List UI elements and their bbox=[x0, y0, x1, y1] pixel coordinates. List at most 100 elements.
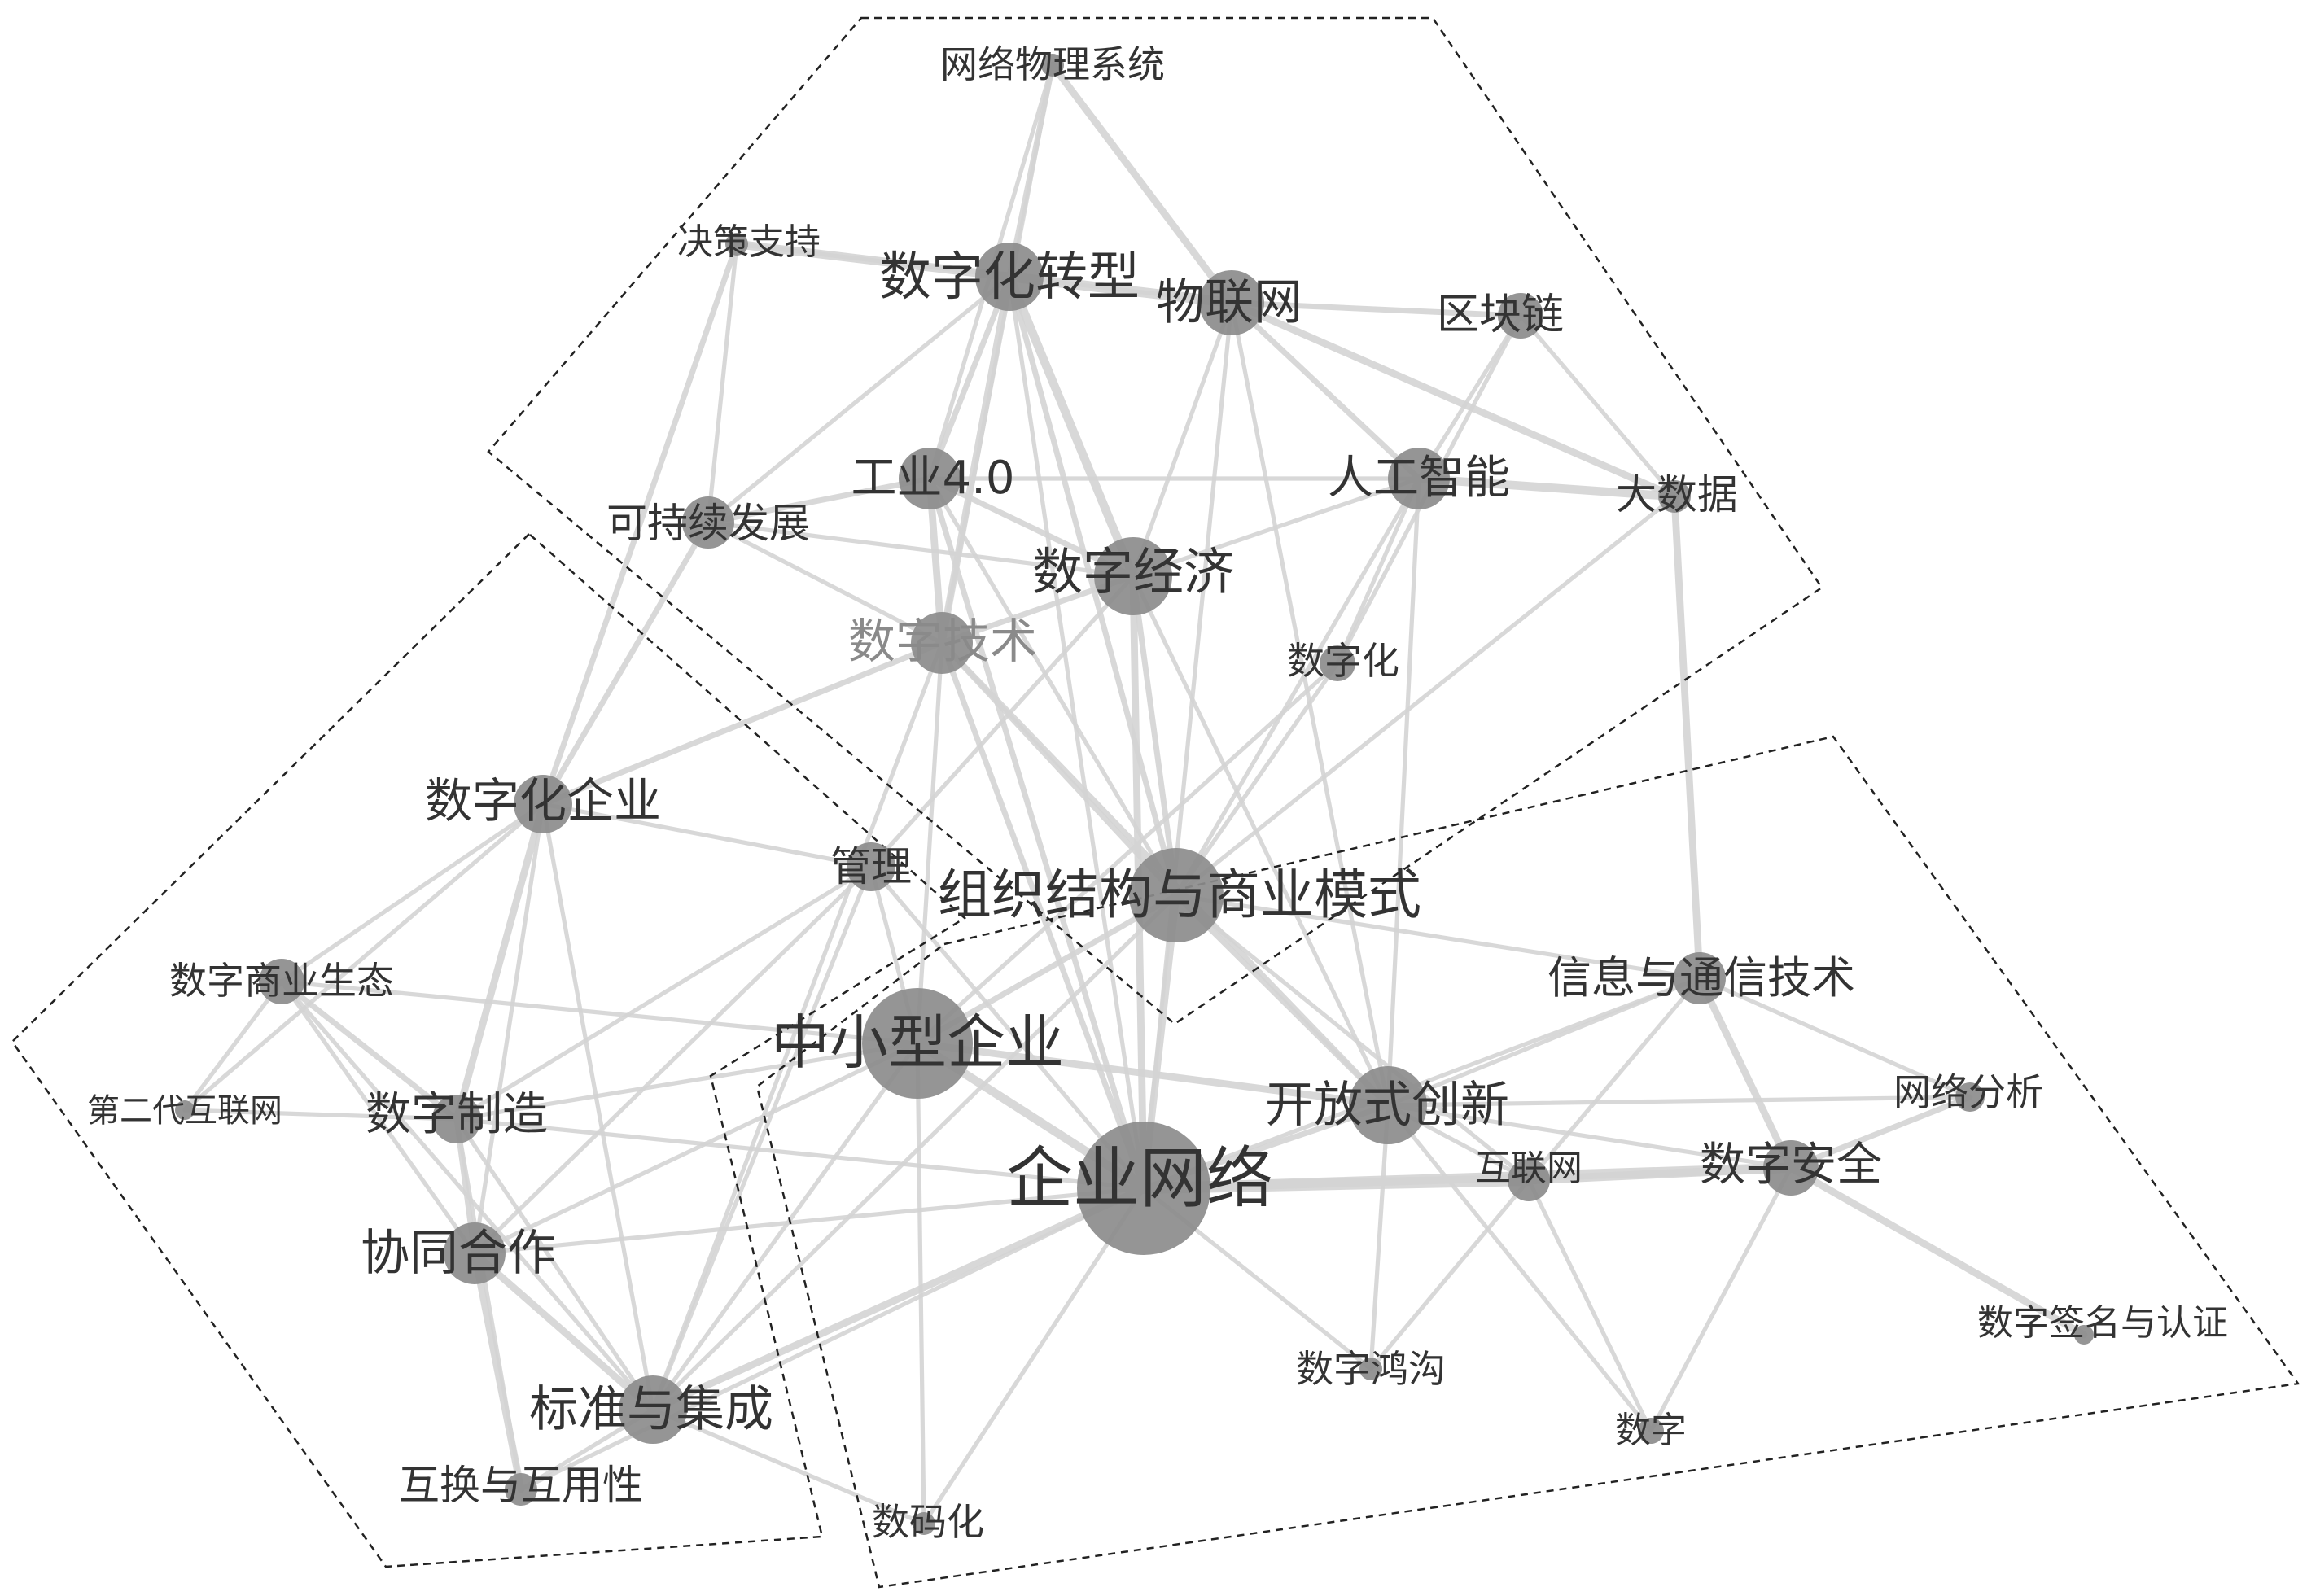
edge-n7-n21 bbox=[1386, 476, 1421, 1108]
node-label-org-structure-business-model: 组织结构与商业模式 bbox=[938, 864, 1421, 926]
edge-n5-n7 bbox=[1416, 313, 1523, 481]
edge-n6-n9 bbox=[705, 475, 933, 526]
node-n10 bbox=[1094, 537, 1172, 615]
node-n8 bbox=[1658, 480, 1691, 513]
node-label-digital: 数字 bbox=[1615, 1410, 1687, 1451]
edge-n7-n8 bbox=[1414, 474, 1679, 501]
edge-n21-n25 bbox=[1386, 1103, 1793, 1170]
node-n5 bbox=[1498, 293, 1543, 339]
cluster-boundary-enterprise bbox=[11, 532, 967, 1568]
node-label-network-analysis: 网络分析 bbox=[1893, 1070, 2043, 1114]
node-n21 bbox=[1349, 1066, 1427, 1144]
edge-n26-n31 bbox=[471, 1249, 525, 1493]
edge-n15-n17 bbox=[1174, 893, 1702, 981]
node-n4 bbox=[1199, 270, 1264, 335]
edge-n4-n8 bbox=[1228, 299, 1679, 501]
edge-n22-n29 bbox=[454, 1117, 655, 1412]
node-n12 bbox=[1320, 645, 1355, 681]
edge-n18-n22 bbox=[454, 1041, 920, 1122]
edge-n3-n6 bbox=[926, 273, 1013, 482]
node-label-open-innovation: 开放式创新 bbox=[1265, 1077, 1509, 1134]
node-n1 bbox=[1041, 54, 1064, 77]
edge-n8-n15 bbox=[1174, 494, 1677, 898]
node-label-digitalization: 数字化 bbox=[1287, 639, 1399, 683]
node-label-ict: 信息与通信技术 bbox=[1547, 952, 1855, 1004]
edge-n1-n4 bbox=[1048, 61, 1236, 307]
edge-n20-n25 bbox=[1788, 1094, 1973, 1171]
node-label-sustainable-development: 可持续发展 bbox=[606, 500, 810, 547]
edge-n13-n22 bbox=[453, 800, 547, 1123]
edge-n11-n23 bbox=[939, 640, 1147, 1192]
node-n3 bbox=[975, 243, 1044, 311]
node-n6 bbox=[899, 448, 961, 509]
labels-layer: 网络物理系统 决策支持 数字化转型 物联网 区块链 工业4.0 人工智能 大数据… bbox=[87, 42, 2228, 1544]
node-n14 bbox=[847, 842, 895, 891]
node-n7 bbox=[1388, 448, 1450, 509]
node-n24 bbox=[1508, 1159, 1550, 1201]
edge-n13-n19 bbox=[182, 802, 545, 1113]
node-label-digital-transformation: 数字化转型 bbox=[879, 247, 1140, 308]
edge-n26-n29 bbox=[471, 1249, 657, 1414]
edge-n15-n24 bbox=[1174, 893, 1531, 1183]
edge-n15-n21 bbox=[1173, 892, 1391, 1108]
node-n16 bbox=[259, 959, 304, 1004]
edge-n3-n4 bbox=[1004, 271, 1237, 308]
edge-n11-n18 bbox=[915, 641, 944, 1046]
node-label-digitization: 数码化 bbox=[872, 1500, 984, 1544]
node-label-interchange-interoperability: 互换与互用性 bbox=[399, 1462, 643, 1509]
edge-n17-n23 bbox=[1141, 976, 1702, 1191]
nodes-layer bbox=[175, 54, 2094, 1535]
edge-n21-n28 bbox=[1368, 1103, 1390, 1371]
node-label-blockchain: 区块链 bbox=[1437, 291, 1564, 339]
edge-n17-n25 bbox=[1696, 974, 1795, 1172]
node-label-digital-technology: 数字技术 bbox=[848, 614, 1037, 669]
edge-n11-n13 bbox=[540, 640, 945, 807]
node-label-internet-of-things: 物联网 bbox=[1156, 274, 1302, 331]
node-label-big-data: 大数据 bbox=[1616, 471, 1738, 518]
edge-n2-n9 bbox=[706, 242, 739, 525]
edge-n23-n29 bbox=[649, 1184, 1148, 1414]
edge-n24-n28 bbox=[1368, 1178, 1531, 1371]
edge-n4-n7 bbox=[1228, 300, 1422, 482]
edge-n7-n15 bbox=[1174, 476, 1421, 898]
node-label-digital-security: 数字安全 bbox=[1700, 1139, 1882, 1192]
edge-n14-n23 bbox=[869, 864, 1146, 1191]
node-label-digital-business-ecosystem: 数字商业生态 bbox=[169, 959, 394, 1003]
clusters-layer bbox=[11, 16, 2300, 1589]
edge-n23-n26 bbox=[472, 1186, 1146, 1256]
edge-n2-n13 bbox=[540, 241, 740, 807]
edge-n9-n10 bbox=[706, 520, 1136, 579]
node-label-industry-4: 工业4.0 bbox=[851, 452, 1014, 505]
node-label-collaboration: 协同合作 bbox=[361, 1225, 556, 1282]
node-n9 bbox=[682, 496, 734, 549]
edge-n17-n24 bbox=[1526, 976, 1702, 1183]
node-n32 bbox=[913, 1512, 935, 1535]
node-n22 bbox=[432, 1095, 481, 1143]
edge-n10-n21 bbox=[1131, 574, 1390, 1108]
node-n15 bbox=[1129, 848, 1224, 942]
node-label-web-2: 第二代互联网 bbox=[87, 1092, 282, 1130]
node-n20 bbox=[1955, 1082, 1985, 1112]
edge-n23-n31 bbox=[519, 1186, 1146, 1492]
edge-n19-n22 bbox=[182, 1108, 459, 1122]
node-label-cyber-physical-systems: 网络物理系统 bbox=[940, 42, 1165, 86]
edge-n29-n32 bbox=[650, 1407, 926, 1526]
edge-n15-n29 bbox=[650, 893, 1179, 1412]
node-label-digital-divide: 数字鸿沟 bbox=[1296, 1347, 1446, 1391]
edge-n4-n5 bbox=[1228, 300, 1524, 319]
node-n28 bbox=[1359, 1358, 1382, 1380]
edge-n5-n8 bbox=[1518, 313, 1677, 499]
edge-n9-n11 bbox=[706, 520, 944, 645]
edge-n13-n29 bbox=[541, 802, 655, 1412]
edge-n16-n18 bbox=[279, 979, 920, 1046]
edge-n24-n25 bbox=[1524, 1163, 1796, 1185]
edge-n18-n21 bbox=[913, 1039, 1392, 1109]
edge-n18-n29 bbox=[650, 1041, 920, 1412]
node-n18 bbox=[862, 988, 973, 1099]
edge-n22-n23 bbox=[454, 1117, 1146, 1191]
edge-n14-n29 bbox=[650, 864, 873, 1412]
node-n27 bbox=[2074, 1325, 2094, 1345]
edge-n3-n11 bbox=[938, 273, 1013, 647]
node-n19 bbox=[175, 1100, 195, 1120]
